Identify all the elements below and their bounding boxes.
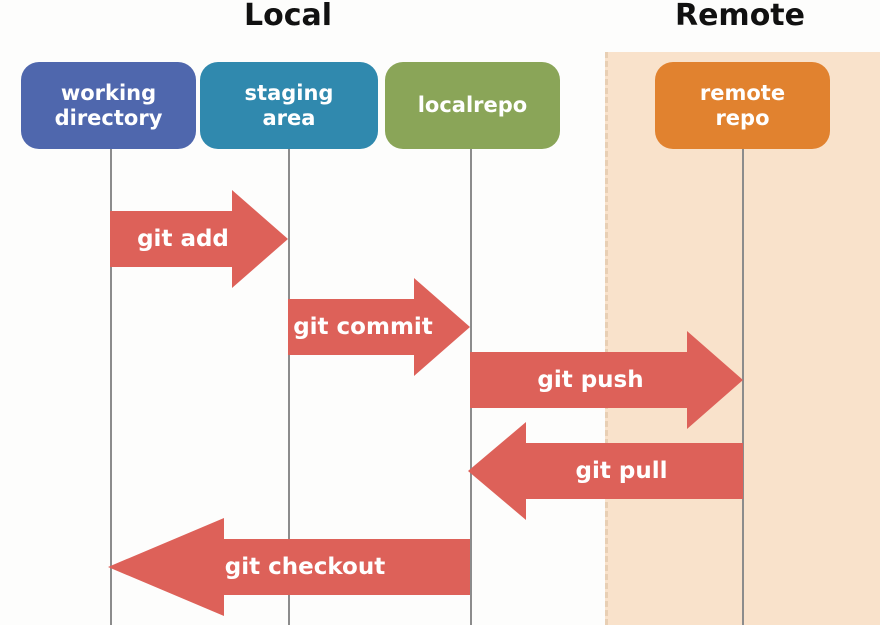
arrow-git-push[interactable]: git push — [470, 331, 743, 429]
arrow-label-git-commit: git commit — [293, 314, 433, 340]
git-checkout-arrow-icon — [108, 518, 470, 616]
arrow-git-add[interactable]: git add — [110, 190, 288, 288]
section-title-local: Local — [243, 0, 333, 33]
arrow-git-commit[interactable]: git commit — [288, 278, 470, 376]
git-commit-arrow-icon — [288, 278, 470, 376]
node-localrepo[interactable]: localrepo — [385, 62, 560, 149]
arrow-git-checkout[interactable]: git checkout — [108, 518, 470, 616]
arrow-label-git-push: git push — [537, 367, 644, 393]
node-working-directory[interactable]: working directory — [21, 62, 196, 149]
arrow-label-git-pull: git pull — [575, 458, 668, 484]
lifeline-remote-repo — [742, 140, 744, 625]
lifeline-staging-area — [288, 140, 290, 625]
node-staging-area[interactable]: staging area — [200, 62, 378, 149]
arrow-label-git-checkout: git checkout — [224, 554, 386, 580]
git-push-arrow-icon — [470, 331, 743, 429]
git-add-arrow-icon — [110, 190, 288, 288]
arrow-label-git-add: git add — [137, 226, 229, 252]
git-pull-arrow-icon — [468, 422, 743, 520]
arrow-git-pull[interactable]: git pull — [468, 422, 743, 520]
node-remote-repo[interactable]: remote repo — [655, 62, 830, 149]
section-title-remote: Remote — [674, 0, 805, 33]
lifeline-working-directory — [110, 140, 112, 625]
